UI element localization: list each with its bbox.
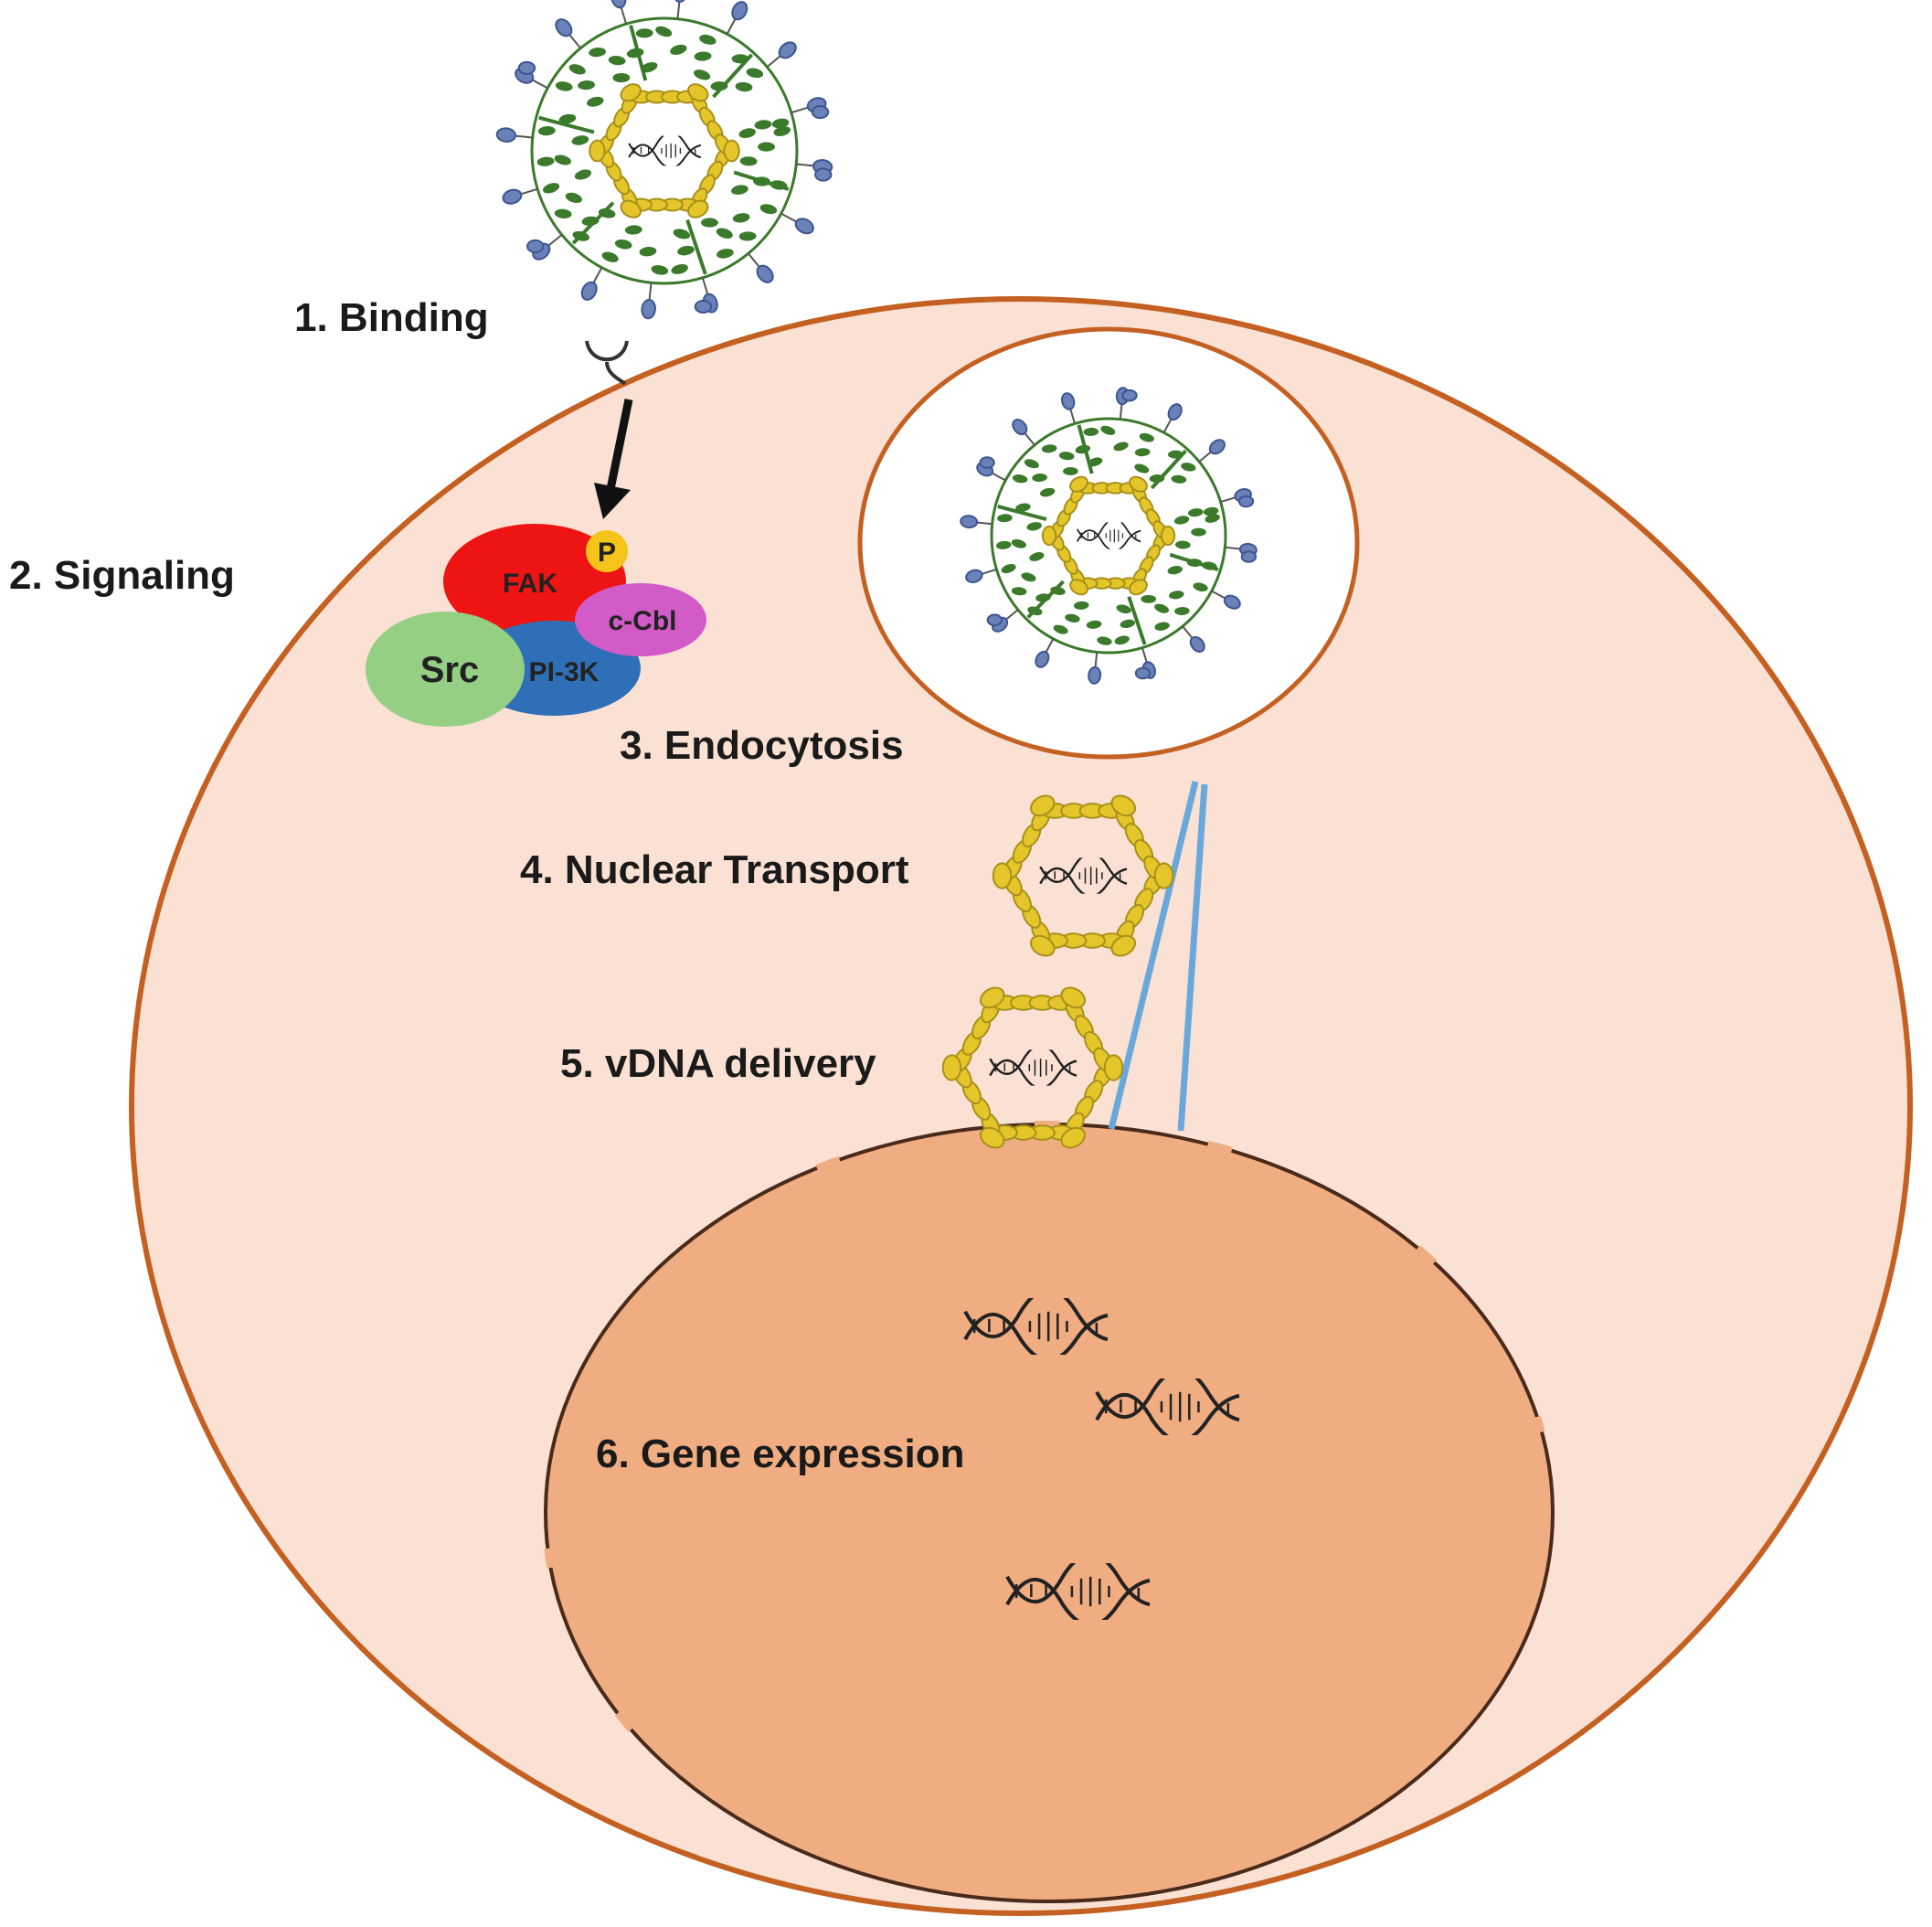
nuclear-pore [1537,1417,1542,1432]
capsomer [1162,527,1174,545]
spike-stalk [781,214,798,223]
step-nuclear-transport-label: 4. Nuclear Transport [520,847,909,892]
glycoprotein-spike [1242,551,1256,562]
capsomer [724,141,738,162]
spike-stalk [593,268,602,284]
glycoprotein-spike [729,0,749,22]
glycoprotein-spike [1088,666,1101,684]
capsomer [589,141,604,162]
nuclear-pore [547,1549,550,1568]
pi3k-label: PI-3K [529,657,600,687]
glycoprotein-spike [980,457,993,468]
glycoprotein-spike [961,515,978,528]
glycoprotein-spike [496,127,516,142]
glycoprotein-spike [812,106,828,118]
glycoprotein-spike [579,280,600,303]
spike-stalk [703,278,708,295]
cell-receptor [587,341,627,384]
viral-envelope [992,419,1226,653]
glycoprotein-spike [754,262,776,285]
spike-stalk [767,55,781,67]
tegument-protein [758,142,775,151]
spike-stalk [621,6,626,24]
src-label: Src [420,650,480,690]
spike-stalk [796,164,814,165]
glycoprotein-spike [793,216,816,236]
spike-stalk [677,1,679,19]
tegument-protein [1141,595,1156,603]
capsomer [1155,863,1173,888]
glycoprotein-spike [673,0,687,3]
tegument-protein [1191,528,1206,537]
glycoprotein-spike [1136,668,1150,679]
glycoprotein-spike [1239,496,1253,507]
step-endocytosis-label: 3. Endocytosis [620,723,904,768]
glycoprotein-spike [519,62,535,74]
spike-stalk [515,135,533,137]
capsomer [993,863,1012,888]
nucleus [546,1124,1553,1901]
spike-stalk [520,189,537,195]
step-gene-expression-label: 6. Gene expression [596,1432,965,1476]
step-vdna-delivery-label: 5. vDNA delivery [560,1041,876,1086]
spike-stalk [568,34,580,48]
glycoprotein-spike [641,299,655,319]
spike-stalk [547,235,562,247]
capsomer [1105,1055,1123,1080]
viral-envelope [532,18,797,283]
glycoprotein-spike [815,169,831,181]
spike-stalk [531,80,547,89]
glycoprotein-spike [695,301,711,313]
glycoprotein-spike [988,614,1002,625]
fak-label: FAK [503,569,557,599]
phosphate-label: P [598,538,616,568]
glycoprotein-spike [1122,390,1136,401]
spike-stalk [727,17,737,34]
virion-extracellular [496,0,833,319]
glycoprotein-spike [610,0,628,9]
tegument-protein [701,218,718,227]
glycoprotein-spike [502,187,524,206]
spike-stalk [649,282,651,301]
capsomer [943,1055,961,1080]
ccbl-label: c-Cbl [609,606,677,636]
glycoprotein-spike [527,240,543,252]
glycoprotein-spike [553,16,575,39]
glycoprotein-spike [776,39,799,61]
step-binding-label: 1. Binding [294,295,489,340]
capsomer [1043,527,1056,545]
spike-stalk [748,253,760,268]
spike-stalk [791,107,809,112]
step-signaling-label: 2. Signaling [9,553,235,598]
